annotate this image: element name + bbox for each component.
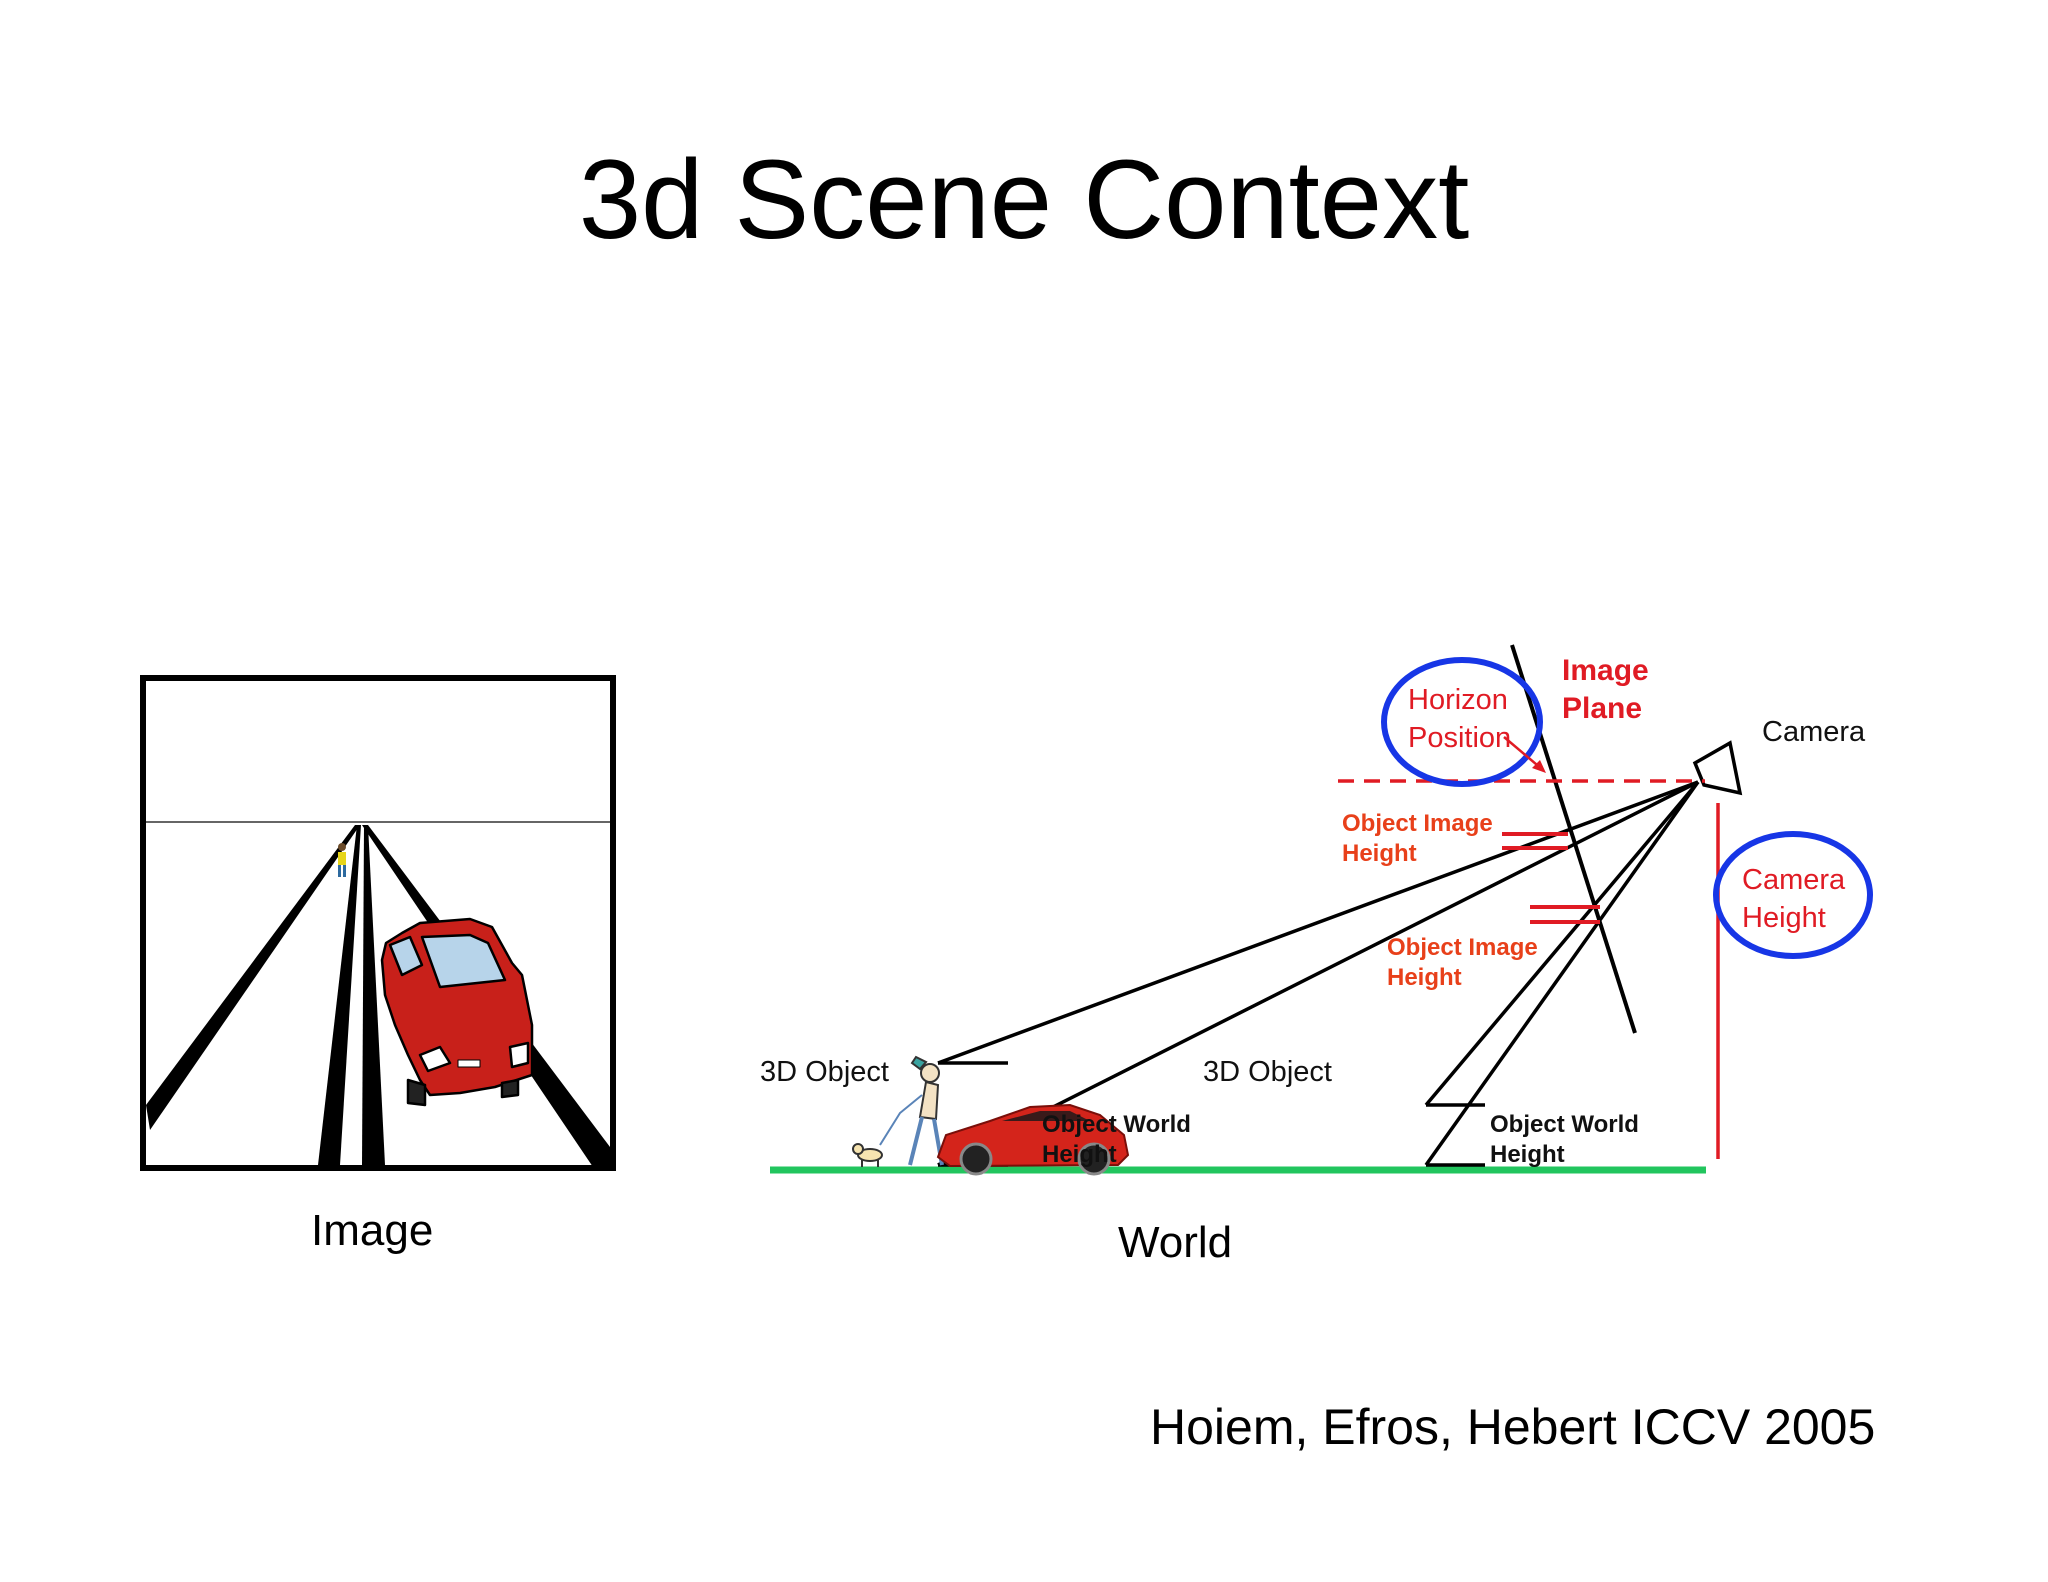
object-image-height-label-top: Object Image <box>1342 810 1493 837</box>
image-height-ticks-mid <box>1530 905 1600 924</box>
center-line-right <box>362 825 385 1165</box>
road-edge-left <box>146 825 360 1130</box>
ray-person-top <box>937 780 1699 1065</box>
camera-height-label: Camera <box>1742 864 1846 896</box>
ray-car-top <box>1424 780 1700 1107</box>
camera-label: Camera <box>1762 716 1866 748</box>
image-plane-line <box>1510 644 1637 1034</box>
object-image-height-label-top-2: Height <box>1342 840 1417 867</box>
image-height-ticks-top <box>1502 832 1568 850</box>
ray-car-bottom <box>1424 780 1700 1167</box>
camera-height-highlight <box>1713 831 1873 959</box>
world-caption: World <box>1118 1218 1233 1267</box>
object-world-height-label-left-2: Height <box>1042 1141 1117 1168</box>
camera-icon <box>1692 740 1743 796</box>
citation: Hoiem, Efros, Hebert ICCV 2005 <box>1150 1399 1876 1455</box>
camera-height-label-2: Height <box>1742 902 1826 934</box>
world-diagram: Horizon Position Image Plane Camera Came… <box>760 644 1873 1176</box>
person-walking-dog-icon <box>852 1055 944 1167</box>
horizon-position-label: Horizon <box>1408 684 1508 716</box>
object-image-height-label-mid: Object Image <box>1387 934 1538 961</box>
object-right-label: 3D Object <box>1203 1056 1332 1088</box>
image-plane-label: Image <box>1562 654 1649 687</box>
ray-person-bottom <box>937 780 1699 1167</box>
road-image-panel <box>140 675 616 1171</box>
object-world-height-label-left: Object World <box>1042 1111 1191 1138</box>
horizon-position-label-2: Position <box>1408 722 1511 754</box>
slide-title: 3d Scene Context <box>578 137 1470 262</box>
red-car-icon <box>380 917 534 1107</box>
object-image-height-label-mid-2: Height <box>1387 964 1462 991</box>
image-plane-label-2: Plane <box>1562 692 1642 725</box>
object-left-label: 3D Object <box>760 1056 889 1088</box>
red-sports-car-icon <box>936 1103 1130 1176</box>
center-line-left <box>318 825 361 1165</box>
horizon-position-highlight <box>1381 657 1543 787</box>
object-world-height-label-right-2: Height <box>1490 1141 1565 1168</box>
pedestrian-icon <box>338 843 346 877</box>
image-caption: Image <box>311 1206 434 1255</box>
object-world-height-label-right: Object World <box>1490 1111 1639 1138</box>
